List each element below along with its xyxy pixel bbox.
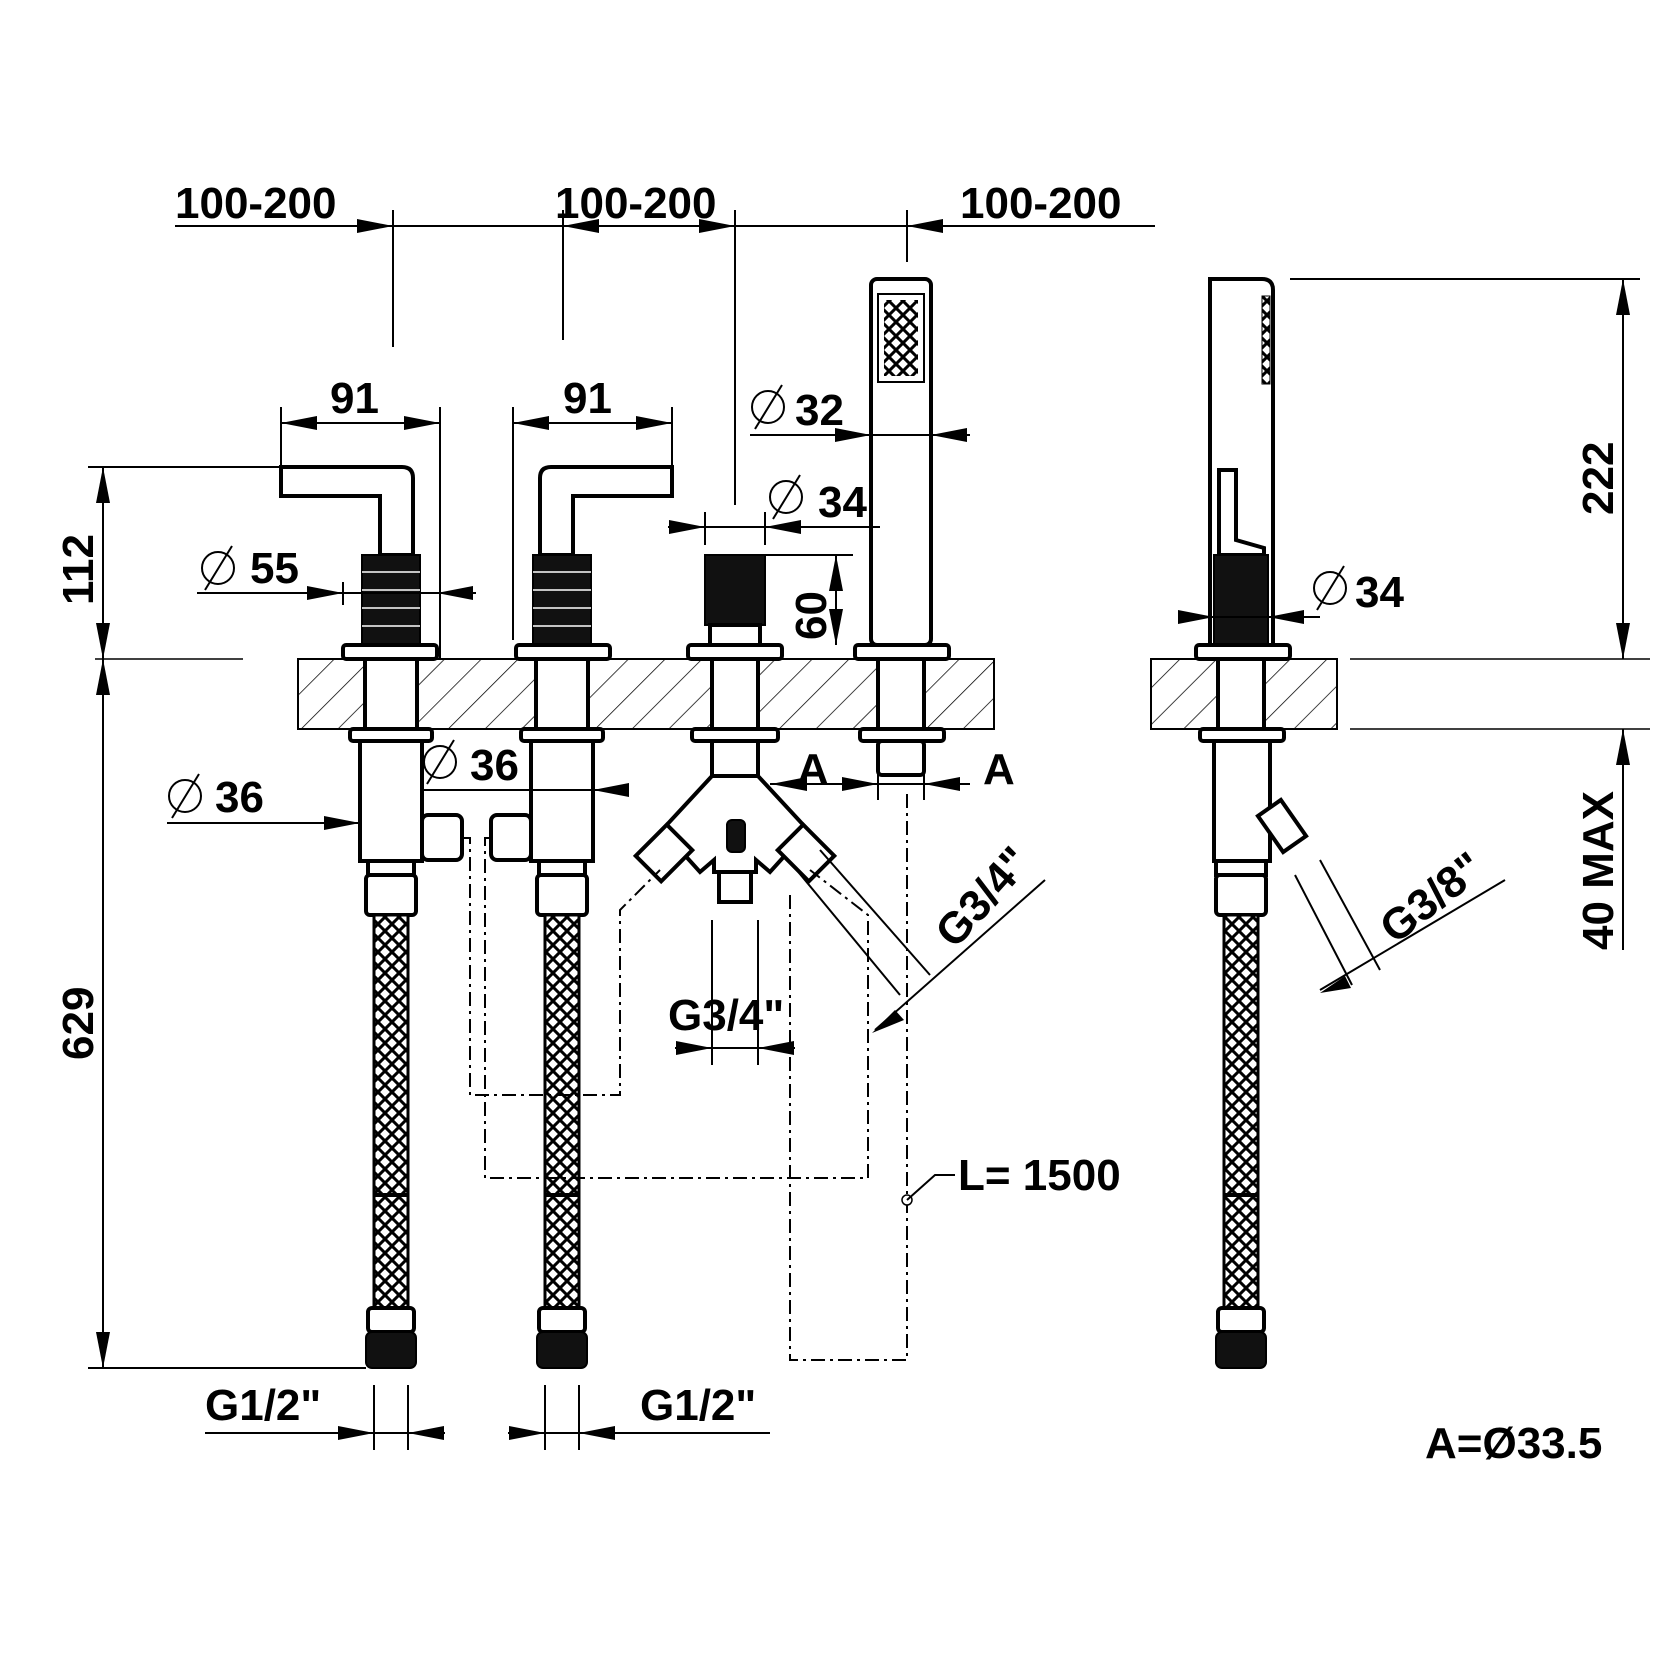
handle-diameter-label: 55 (250, 544, 299, 593)
dimension-lines (88, 210, 1640, 1450)
body-diameter-label-b: 36 (470, 741, 519, 790)
a-definition-label: A=Ø33.5 (1425, 1419, 1602, 1468)
shower-hose-label: L= 1500 (958, 1151, 1121, 1200)
hose-length-label: 629 (54, 987, 103, 1060)
hand-shower-side (1194, 277, 1309, 1369)
handle-width-label-2: 91 (563, 374, 612, 423)
spout-diameter-34-label: 34 (818, 478, 867, 527)
a-left-label: A (797, 745, 829, 794)
deck-max-label: 40 MAX (1574, 791, 1623, 950)
hose-routes (462, 790, 913, 1361)
g34-bottom-label: G3/4" (668, 991, 784, 1040)
body-diameter-label-a: 36 (215, 773, 264, 822)
spacing-label-2: 100-200 (555, 179, 716, 228)
g34-outlet-label: G3/4" (926, 838, 1040, 957)
left-valve (279, 465, 464, 1369)
hand-shower-height-label: 222 (1574, 442, 1623, 515)
a-right-label: A (983, 745, 1015, 794)
diverter-height-label: 60 (787, 591, 836, 640)
inlet-right-label: G1/2" (640, 1381, 756, 1430)
diverter (632, 554, 838, 904)
side-diameter-label: 34 (1355, 568, 1404, 617)
handle-height-label: 112 (54, 534, 103, 605)
right-valve (489, 465, 674, 1369)
spacing-label-3: 100-200 (960, 179, 1121, 228)
hand-shower-front (853, 277, 951, 777)
inlet-left-label: G1/2" (205, 1381, 321, 1430)
spacing-label-1: 100-200 (175, 179, 336, 228)
spout-diameter-32-label: 32 (795, 386, 844, 435)
handle-width-label-1: 91 (330, 374, 379, 423)
